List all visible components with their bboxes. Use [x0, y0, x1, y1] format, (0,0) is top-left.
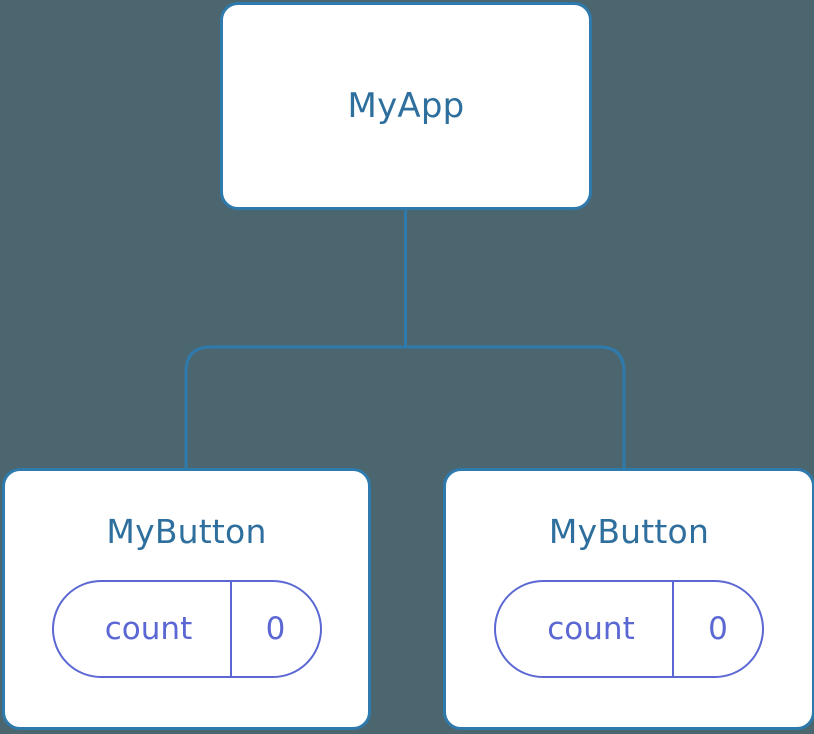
state-pill-1[interactable]: count 0 — [51, 580, 322, 678]
state-pill-2[interactable]: count 0 — [494, 580, 764, 678]
node-mybutton-2[interactable]: MyButton count 0 — [443, 468, 814, 730]
state-key-2: count — [547, 610, 635, 647]
node-mybutton-1[interactable]: MyButton count 0 — [2, 468, 371, 730]
node-myapp-title: MyApp — [347, 86, 465, 126]
edge-to-left-child — [184, 345, 406, 470]
node-mybutton-1-title: MyButton — [106, 512, 267, 551]
state-key-1: count — [104, 610, 193, 647]
state-value-2: 0 — [672, 582, 762, 676]
node-myapp[interactable]: MyApp — [220, 2, 592, 210]
state-value-1: 0 — [229, 582, 320, 676]
node-mybutton-2-title: MyButton — [548, 512, 710, 551]
edge-to-right-child — [405, 345, 626, 470]
